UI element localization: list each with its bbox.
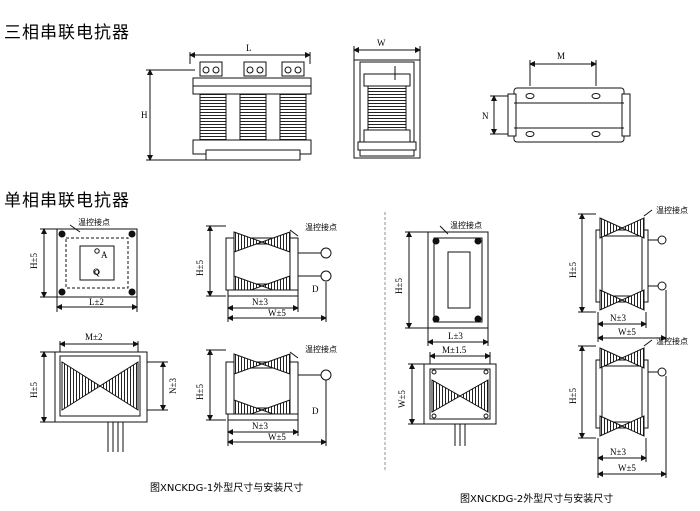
- fig1-lower-N: N±3: [252, 421, 268, 431]
- fig2-side-N: N±3: [610, 313, 626, 323]
- fig2-side-view-lower: [578, 339, 667, 478]
- fig1-side-view-upper: [206, 225, 332, 322]
- title-single-phase: 单相串联电抗器: [4, 191, 130, 211]
- fig1-side-H: H±5: [195, 260, 205, 276]
- three-phase-front-view: [146, 52, 312, 161]
- fig2-side-W: W±5: [618, 327, 636, 337]
- fig2-lower-N: N±3: [610, 447, 626, 457]
- fig1-lower-temp-label: 温控接点: [305, 344, 337, 354]
- three-phase-top-view: [490, 60, 631, 143]
- fig2-core-W: W±5: [397, 390, 407, 408]
- fig1-side-temp-label: 温控接点: [305, 222, 337, 232]
- fig2-side-view-upper: [578, 209, 667, 342]
- fig1-label-A: A: [101, 250, 108, 260]
- fig1-side-W: W±5: [268, 308, 286, 318]
- caption-fig2: 图XNCKDG-2外型尺寸与安装尺寸: [460, 492, 613, 505]
- fig2-front-temp-label: 温控接点: [450, 220, 482, 230]
- caption-fig1: 图XNCKDG-1外型尺寸与安装尺寸: [150, 481, 303, 494]
- label-W: W: [377, 38, 386, 48]
- label-N: N: [482, 111, 489, 121]
- fig1-core-M: M±2: [85, 332, 102, 342]
- fig1-core-H: H±5: [29, 382, 39, 398]
- fig1-top-H: H±5: [29, 253, 39, 269]
- fig2-side-temp-label: 温控接点: [656, 205, 688, 215]
- fig1-core-view: [40, 341, 168, 452]
- fig1-top-temp-label: 温控接点: [78, 217, 110, 227]
- fig1-top-L: L±2: [89, 297, 104, 307]
- fig2-lower-W: W±5: [618, 463, 636, 473]
- fig1-lower-D: D: [312, 406, 319, 416]
- fig2-lower-temp-label: 温控接点: [656, 336, 688, 346]
- fig2-front-L: L±3: [448, 331, 463, 341]
- fig1-side-D: D: [312, 284, 319, 294]
- label-H: H: [141, 110, 148, 120]
- fig2-core-view: [408, 352, 497, 446]
- fig1-side-N: N±3: [252, 297, 268, 307]
- fig1-core-N: N±3: [168, 378, 178, 394]
- label-L: L: [246, 43, 252, 53]
- fig1-top-view: [40, 224, 138, 312]
- three-phase-side-view: [353, 46, 421, 159]
- fig2-lower-H: H±5: [568, 388, 578, 404]
- label-M: M: [557, 51, 565, 61]
- fig2-front-view: [405, 225, 489, 346]
- fig1-lower-W: W±5: [268, 432, 286, 442]
- fig2-front-H: H±5: [394, 278, 404, 294]
- fig2-side-H: H±5: [568, 262, 578, 278]
- fig1-lower-H: H±5: [195, 384, 205, 400]
- fig1-side-view-lower: [206, 349, 332, 446]
- fig1-label-Q: Q: [93, 267, 100, 277]
- title-three-phase: 三相串联电抗器: [4, 23, 130, 43]
- fig2-core-M: M±1.5: [442, 345, 467, 355]
